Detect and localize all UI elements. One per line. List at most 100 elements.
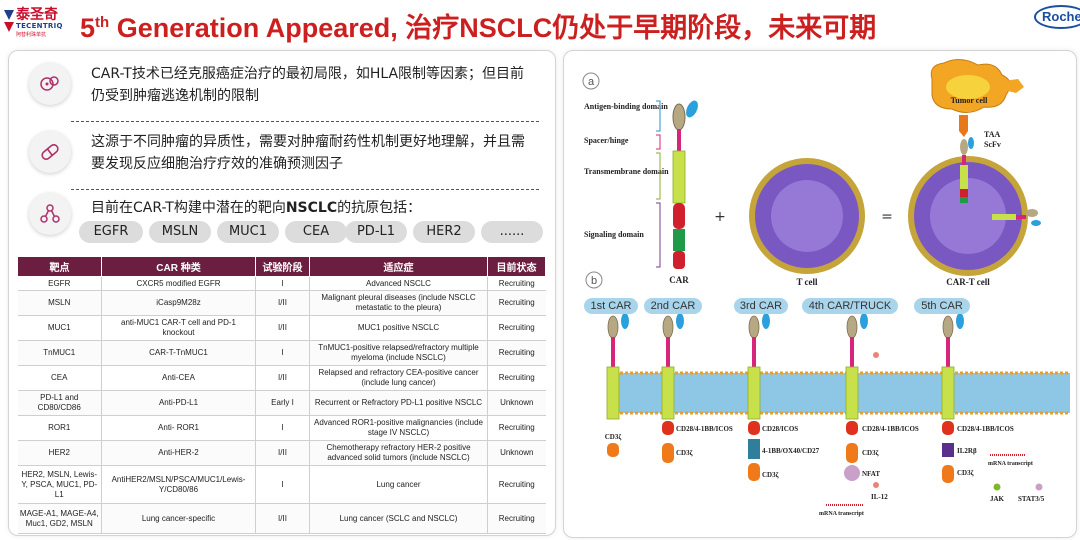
table-cell: CXCR5 modified EGFR [101,276,256,291]
page-title: 5th Generation Appeared, 治疗NSCLC仍处于早期阶段，… [80,6,876,45]
table-cell: Lung cancer (SCLC and NSCLC) [309,503,488,534]
cd3z-label-1: CD3ζ [605,433,622,441]
point-1-divider [71,121,539,122]
transmembrane-label: Transmembrane domain [584,167,669,176]
spacer-hinge-label: Spacer/hinge [584,136,629,145]
car-t-cell-label: CAR-T cell [946,277,990,287]
gen-pill-4th: 4th CAR/TRUCK [802,298,898,314]
roche-logo: Roche [1034,5,1080,29]
table-cell: I [255,340,310,366]
table-cell: I/II [255,315,310,341]
car-t-cell [908,137,1041,276]
table-cell: Recruiting [487,276,546,291]
construct-1st-car [606,313,629,457]
table-cell: Recruiting [487,415,546,441]
table-cell: Anti-CEA [101,365,256,391]
costim-label-2: CD28/4-1BB/ICOS [676,425,733,433]
cd3z-label-2: CD3ζ [676,449,693,457]
gen-pill-1st: 1st CAR [584,298,638,314]
point-1: CAR-T技术已经克服癌症治疗的最初局限，如HLA限制等因素；但目前仍受到肿瘤逃… [19,63,539,125]
costim-label-5: CD28/4-1BB/ICOS [957,425,1014,433]
capsule-icon [41,143,59,161]
table-cell: Recurrent or Refractory PD-L1 positive N… [309,390,488,416]
table-cell: Early I [255,390,310,416]
table-header: 试验阶段 [255,256,310,277]
antigen-tag: PD-L1 [345,221,407,243]
panel-a-badge [582,72,600,90]
table-cell: I/II [255,290,310,316]
table-cell: MSLN [17,290,102,316]
point-3-text-before: 目前在CAR-T构建中潜在的靶向 [91,200,286,216]
table-cell: I/II [255,440,310,466]
point-2-text: 这源于不同肿瘤的异质性，需要对肿瘤耐药性机制更好地理解，并且需要发现反应细胞治疗… [91,134,525,172]
table-cell: Malignant pleural diseases (include NSCL… [309,290,488,316]
tumor-cell-label: Tumor cell [951,96,988,105]
table-cell: Anti-HER-2 [101,440,256,466]
jak-label: JAK [990,495,1005,503]
table-cell: I [255,415,310,441]
point-3-badge [29,193,71,235]
table-cell: I [255,465,310,504]
antigen-tag: EGFR [79,221,143,243]
logo-english: TECENTRIQ [16,22,63,30]
taa-antigen [959,115,968,137]
table-cell: TnMUC1-positive relapsed/refractory mult… [309,340,488,366]
antigen-tag: HER2 [413,221,475,243]
costim-label-3b: 4-1BB/OX40/CD27 [762,447,820,455]
table-cell: Recruiting [487,365,546,391]
table-cell: Advanced NSCLC [309,276,488,291]
table-cell: Recruiting [487,465,546,504]
table-cell: Anti-PD-L1 [101,390,256,416]
molecule-icon [40,204,60,223]
antigen-tag: ...... [481,221,543,243]
table-cell: CAR-T-TnMUC1 [101,340,256,366]
table-cell: Unknown [487,440,546,466]
tumor-cell [930,59,1024,113]
table-cell: Unknown [487,390,546,416]
table-cell: I [255,276,310,291]
right-panel: a Antigen-binding domain Spacer/hinge Tr… [563,50,1077,538]
signaling-domain-label: Signaling domain [584,230,644,239]
point-2-divider [71,189,539,190]
table-header: 目前状态 [487,256,546,277]
gen-pill-3rd: 3rd CAR [734,298,788,314]
scfv-label: ScFv [984,140,1001,149]
table-cell: Advanced ROR1-positive malignancies (inc… [309,415,488,441]
table-cell: HER2, MSLN, Lewis-Y, PSCA, MUC1, PD-L1 [17,465,102,504]
taa-label: TAA [984,130,1001,139]
table-cell: MUC1 [17,315,102,341]
antigen-tag: MUC1 [217,221,279,243]
table-header-row: 靶点 CAR 种类 试验阶段 适应症 目前状态 [17,256,546,277]
cell-membrane [610,371,1070,415]
panel-b-badge [585,271,603,289]
costim-label-4: CD28/4-1BB/ICOS [862,425,919,433]
tm-bracket [656,152,661,200]
construct-4th-car [826,313,879,506]
table-cell: CEA [17,365,102,391]
title-superscript: th [95,14,110,31]
point-1-badge [29,63,71,105]
table-cell: HER2 [17,440,102,466]
table-cell: Recruiting [487,290,546,316]
title-text: Generation Appeared, 治疗NSCLC仍处于早期阶段，未来可期 [109,13,877,43]
table-cell: AntiHER2/MSLN/PSCA/MUC1/Lewis-Y/CD80/86 [101,465,256,504]
table-cell: Relapsed and refractory CEA-positive can… [309,365,488,391]
table-cell: ROR1 [17,415,102,441]
car-t-diagram: a Antigen-binding domain Spacer/hinge Tr… [582,59,1070,517]
nfat-label: NFAT [862,470,880,478]
t-cell-label: T cell [796,277,818,287]
signaling-bracket [656,202,661,268]
table-header: 靶点 [17,256,102,277]
mrna-label-5: mRNA transcript [988,461,1033,467]
logo-subtitle: 阿替利珠单抗 [16,32,47,38]
logo-mark-icon [4,10,14,32]
car-label: CAR [669,275,689,285]
logo-chinese: 泰圣奇 [16,7,58,23]
panel-b-label: b [591,275,597,287]
